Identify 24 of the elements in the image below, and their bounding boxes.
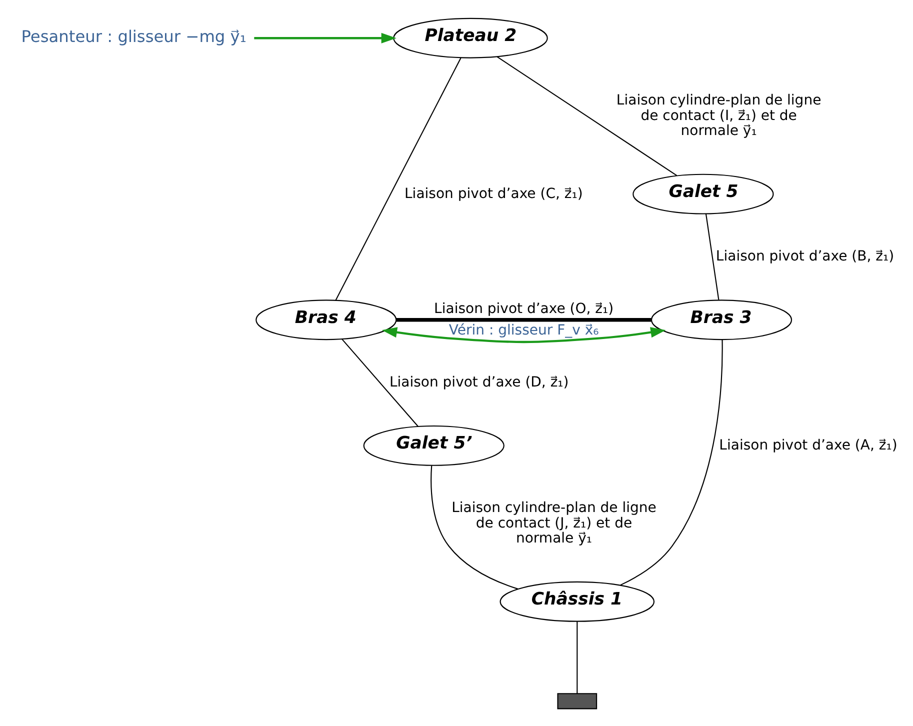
edge-label: Liaison pivot d’axe (O, z⃗₁) bbox=[434, 300, 614, 316]
connector bbox=[496, 56, 678, 176]
connector bbox=[430, 465, 518, 589]
node-ground bbox=[557, 692, 598, 709]
edge-label: Vérin : glisseur F_v x⃗₆ bbox=[448, 322, 599, 338]
node-ellipse: Plateau 2 bbox=[393, 17, 548, 58]
node-ellipse: Galet 5 bbox=[632, 173, 774, 214]
node-ellipse: Châssis 1 bbox=[500, 580, 655, 622]
edge-label: Liaison cylindre-plan de ligne de contact (I, z⃗₁) et de normale y⃗₁ bbox=[616, 92, 822, 138]
arrow bbox=[382, 326, 666, 343]
node-ellipse: Galet 5’ bbox=[363, 424, 504, 466]
connector bbox=[576, 620, 578, 694]
edge-label: Liaison pivot d’axe (D, z⃗₁) bbox=[389, 374, 569, 390]
connector bbox=[396, 318, 652, 322]
edge-label: Liaison pivot d’axe (C, z⃗₁) bbox=[404, 185, 583, 202]
connector bbox=[620, 339, 723, 586]
edge-label: Liaison pivot d’axe (A, z⃗₁) bbox=[719, 436, 898, 453]
edge-label: Liaison pivot d’axe (B, z⃗₁) bbox=[716, 248, 894, 264]
arrow bbox=[254, 32, 396, 43]
connector bbox=[705, 213, 720, 300]
edge-label: Liaison cylindre-plan de ligne de contact (J, z⃗₁) et de normale y⃗₁ bbox=[452, 500, 656, 546]
connector bbox=[335, 57, 462, 300]
node-text: Pesanteur : glisseur −mg y⃗₁ bbox=[21, 26, 246, 46]
connector bbox=[342, 338, 418, 426]
